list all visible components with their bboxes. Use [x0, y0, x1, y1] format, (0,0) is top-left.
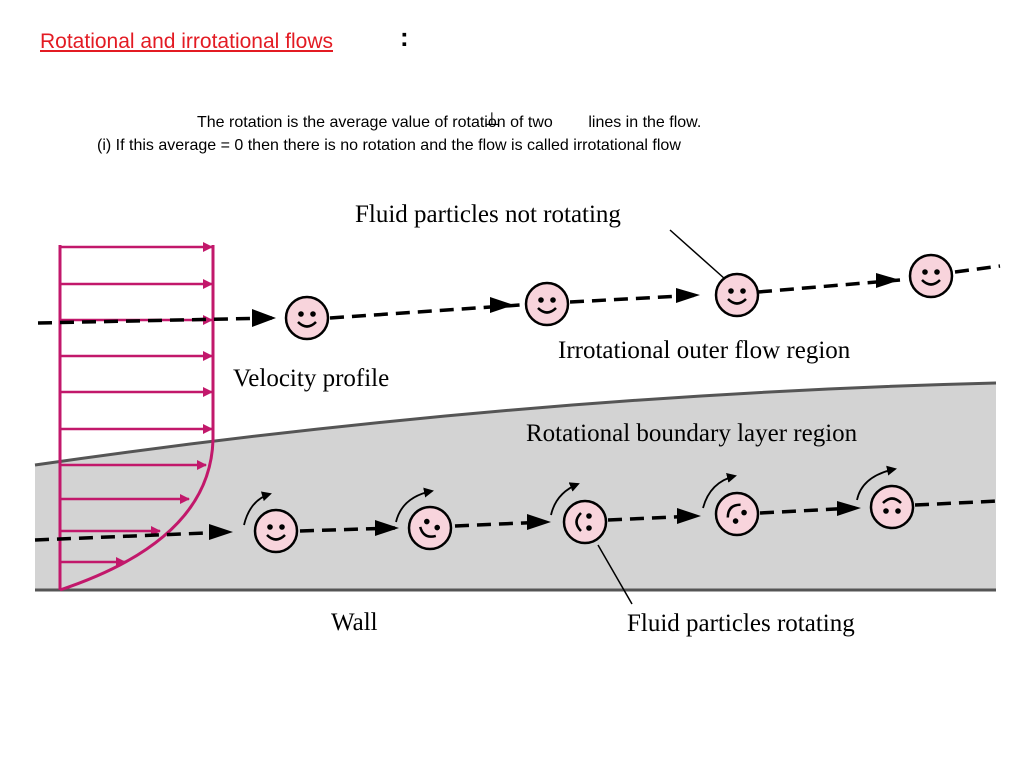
description-line-2: (i) If this average = 0 then there is no…	[97, 137, 681, 154]
perpendicular-symbol: ⊥	[484, 109, 500, 129]
slide-title: Rotational and irrotational flows	[40, 30, 333, 53]
label-irrotational-region: Irrotational outer flow region	[558, 337, 851, 364]
rotation-arrow	[243, 491, 272, 526]
rotation-arrow	[856, 465, 897, 501]
rotation-arrow	[702, 473, 737, 509]
particle-rotating	[562, 499, 608, 545]
label-not-rotating: Fluid particles not rotating	[355, 201, 621, 228]
label-wall: Wall	[331, 609, 378, 636]
particle-rotating	[253, 508, 299, 554]
boundary-layer-region	[35, 383, 996, 590]
particle-not-rotating	[284, 295, 330, 341]
particle-rotating	[714, 491, 760, 537]
rotation-arrow	[395, 487, 434, 523]
label-rotating: Fluid particles rotating	[627, 610, 855, 637]
particle-not-rotating	[524, 281, 570, 327]
boundary-layer-edge	[34, 381, 997, 467]
description-line-1: The rotation is the average value of rot…	[197, 114, 702, 131]
lower-arrowheads	[209, 501, 861, 540]
upper-streamline	[37, 264, 1001, 325]
leader-not-rotating	[669, 229, 726, 280]
velocity-profile	[58, 242, 215, 592]
label-boundary-layer: Rotational boundary layer region	[526, 420, 858, 447]
title-colon: :	[400, 22, 409, 52]
label-velocity-profile: Velocity profile	[233, 365, 389, 392]
rotation-arrow	[550, 482, 580, 516]
particle-rotating	[407, 505, 453, 551]
particle-rotating	[869, 484, 915, 530]
leader-rotating	[597, 544, 633, 605]
particle-not-rotating	[908, 253, 954, 299]
particle-not-rotating	[714, 272, 760, 318]
upper-arrowheads	[252, 273, 900, 327]
